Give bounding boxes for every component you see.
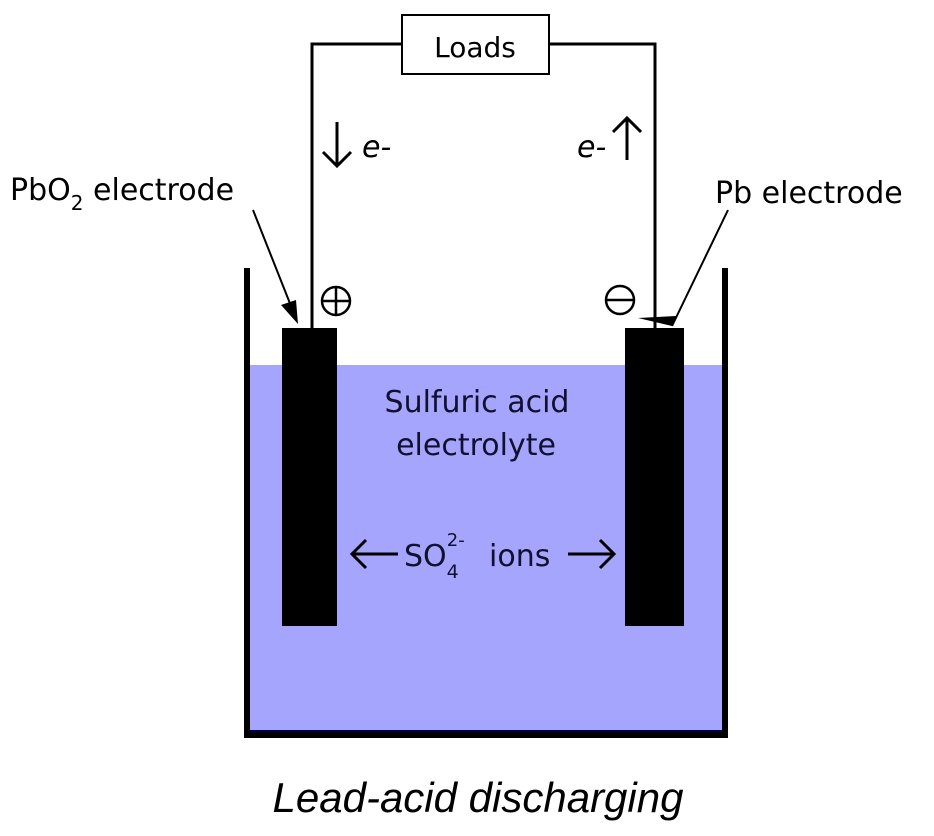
electron-flow-left: e- — [321, 122, 391, 169]
sulfate-ions: SO4 2- ions — [349, 530, 617, 583]
down-arrow-head — [321, 150, 353, 169]
container — [244, 268, 728, 738]
electrode-text: electrode — [83, 173, 234, 208]
electrolyte-line2: electrolyte — [396, 428, 556, 463]
electrolyte-line1: Sulfuric acid — [385, 385, 570, 420]
negative-label-pointer — [671, 209, 729, 327]
plus-circle-icon — [320, 285, 352, 317]
so4-subscript: 4 — [447, 561, 459, 583]
sulfate-formula: SO4 2- — [404, 530, 465, 583]
negative-label-arrowhead — [638, 316, 676, 326]
minus-circle-icon — [604, 284, 636, 316]
loads-box — [401, 14, 550, 75]
circuit-wire — [310, 42, 657, 330]
positive-electrode-label: PbO2 electrode — [10, 173, 234, 215]
negative-electrode — [625, 328, 684, 626]
electron-left-label: e- — [362, 130, 391, 165]
pbo-subscript: 2 — [71, 191, 84, 215]
charge-superscript: 2- — [447, 530, 465, 551]
electron-right-label: e- — [577, 130, 606, 165]
so-text: SO — [404, 539, 447, 574]
left-arrow-head — [349, 538, 368, 570]
positive-electrode — [282, 328, 337, 626]
electron-flow-right: e- — [577, 115, 643, 165]
positive-label-arrowhead — [281, 300, 298, 324]
pbo-text: PbO — [10, 173, 71, 208]
diagram-caption: Lead-acid discharging — [273, 774, 684, 821]
up-arrow-head — [611, 115, 643, 134]
ions-label: ions — [489, 539, 550, 574]
right-arrow-head — [598, 538, 617, 570]
negative-electrode-label: Pb electrode — [715, 176, 903, 211]
loads-label: Loads — [434, 31, 516, 64]
positive-label-pointer — [252, 209, 292, 307]
